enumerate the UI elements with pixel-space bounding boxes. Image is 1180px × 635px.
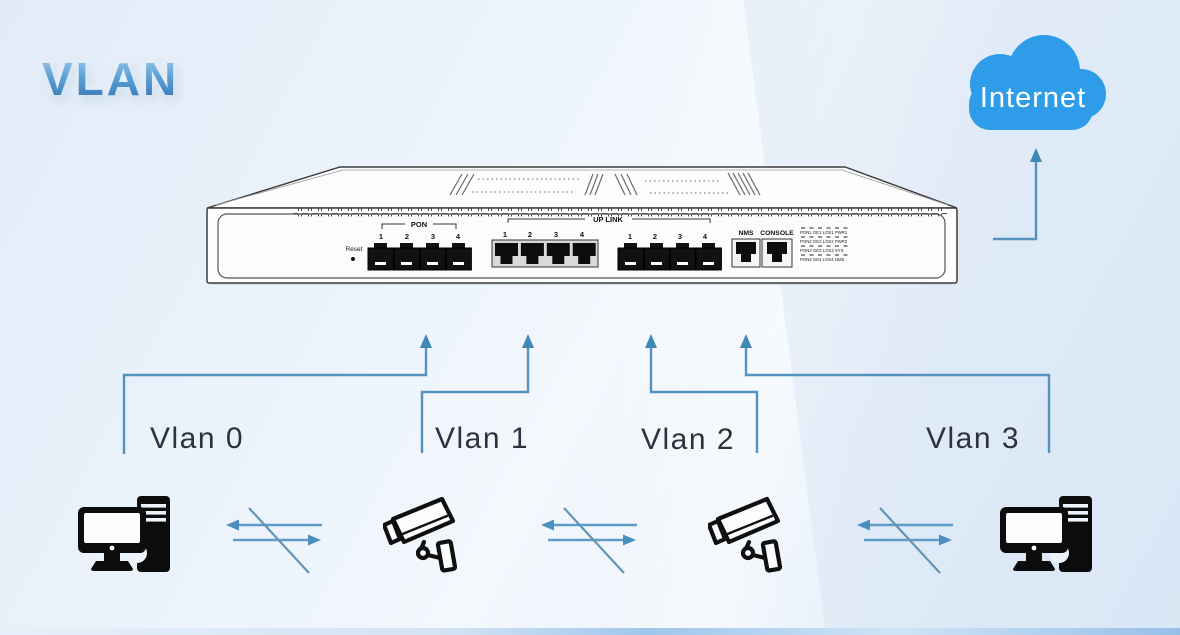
- pon-port-number: 4: [456, 232, 461, 241]
- blocked-traffic-icon: [541, 507, 637, 574]
- pon-port-number: 3: [431, 232, 435, 241]
- vlan-2-label: Vlan 2: [641, 423, 736, 456]
- uplink-section: UP LINK 1 2 3 4 1 2 3 4: [491, 215, 722, 271]
- led-row: PON4 GE4 LOS4 NMS: [800, 257, 845, 262]
- uplink-bracket: [507, 218, 711, 223]
- blocked-traffic-icon: [226, 507, 322, 574]
- vlan2-arrowhead-icon: [645, 334, 657, 348]
- led-row: PON3 GE3 LOS3 SYS: [800, 248, 844, 253]
- bottom-accent-bar: [0, 628, 1180, 635]
- uplink-rj45-jacks: [495, 243, 596, 264]
- switch-top-face: [206, 166, 958, 209]
- internet-cloud: Internet: [948, 26, 1120, 140]
- led-row: PON1 GE1 LOS1 PWR1: [800, 230, 848, 235]
- vlan1-arrowhead-icon: [522, 334, 534, 348]
- led-indicator-labels: PON1 GE1 LOS1 PWR1 PON2 GE2 LOS2 PWR2 PO…: [800, 227, 849, 262]
- led-row: PON2 GE2 LOS2 PWR2: [800, 239, 848, 244]
- uplink-rj45-number: 4: [580, 230, 585, 239]
- internet-connector: [993, 161, 1038, 241]
- mgmt-section: NMS CONSOLE: [731, 230, 794, 268]
- vlan3-arrowhead-icon: [740, 334, 752, 348]
- computer-icon: [76, 494, 176, 583]
- reset-label: Reset: [346, 246, 363, 253]
- nms-label: NMS: [738, 230, 754, 237]
- blocked-traffic-icon: [857, 507, 953, 574]
- uplink-sfp-number: 3: [678, 232, 682, 241]
- uplink-rj45-number: 3: [554, 230, 558, 239]
- pon-port-number: 2: [405, 232, 409, 241]
- page-title: VLAN: [42, 53, 180, 105]
- vlan-3-label: Vlan 3: [926, 422, 1021, 455]
- uplink-sfp-number: 2: [653, 232, 657, 241]
- uplink-label: UP LINK: [593, 215, 623, 224]
- camera-icon: [706, 493, 800, 578]
- pon-label: PON: [411, 220, 427, 229]
- pon-section: PON 1 2 3 4: [367, 220, 472, 271]
- cloud-icon: Internet: [969, 35, 1106, 130]
- vlan0-arrowhead-icon: [420, 334, 432, 348]
- computer-icon: [998, 494, 1098, 583]
- pon-sfp-ports: [367, 243, 472, 271]
- network-switch: Reset PON 1 2 3 4 UP LINK 1 2 3 4: [206, 166, 958, 285]
- internet-arrowhead-icon: [1030, 148, 1042, 162]
- console-label: CONSOLE: [760, 230, 794, 237]
- switch-top-inner-line: [215, 169, 949, 206]
- uplink-sfp-ports: [617, 243, 722, 271]
- uplink-sfp-number: 1: [628, 232, 632, 241]
- reset-button: [351, 257, 355, 261]
- uplink-rj45-number: 1: [503, 230, 507, 239]
- pon-bracket: [381, 223, 457, 229]
- internet-label: Internet: [980, 82, 1086, 114]
- vlan-0-label: Vlan 0: [150, 422, 245, 455]
- uplink-rj45-number: 2: [528, 230, 532, 239]
- pon-port-number: 1: [379, 232, 383, 241]
- uplink-sfp-number: 4: [703, 232, 708, 241]
- top-vent-pattern: [449, 172, 761, 196]
- vlan-1-label: Vlan 1: [435, 422, 530, 455]
- camera-icon: [381, 493, 475, 578]
- panel-vent-slots: [293, 208, 947, 217]
